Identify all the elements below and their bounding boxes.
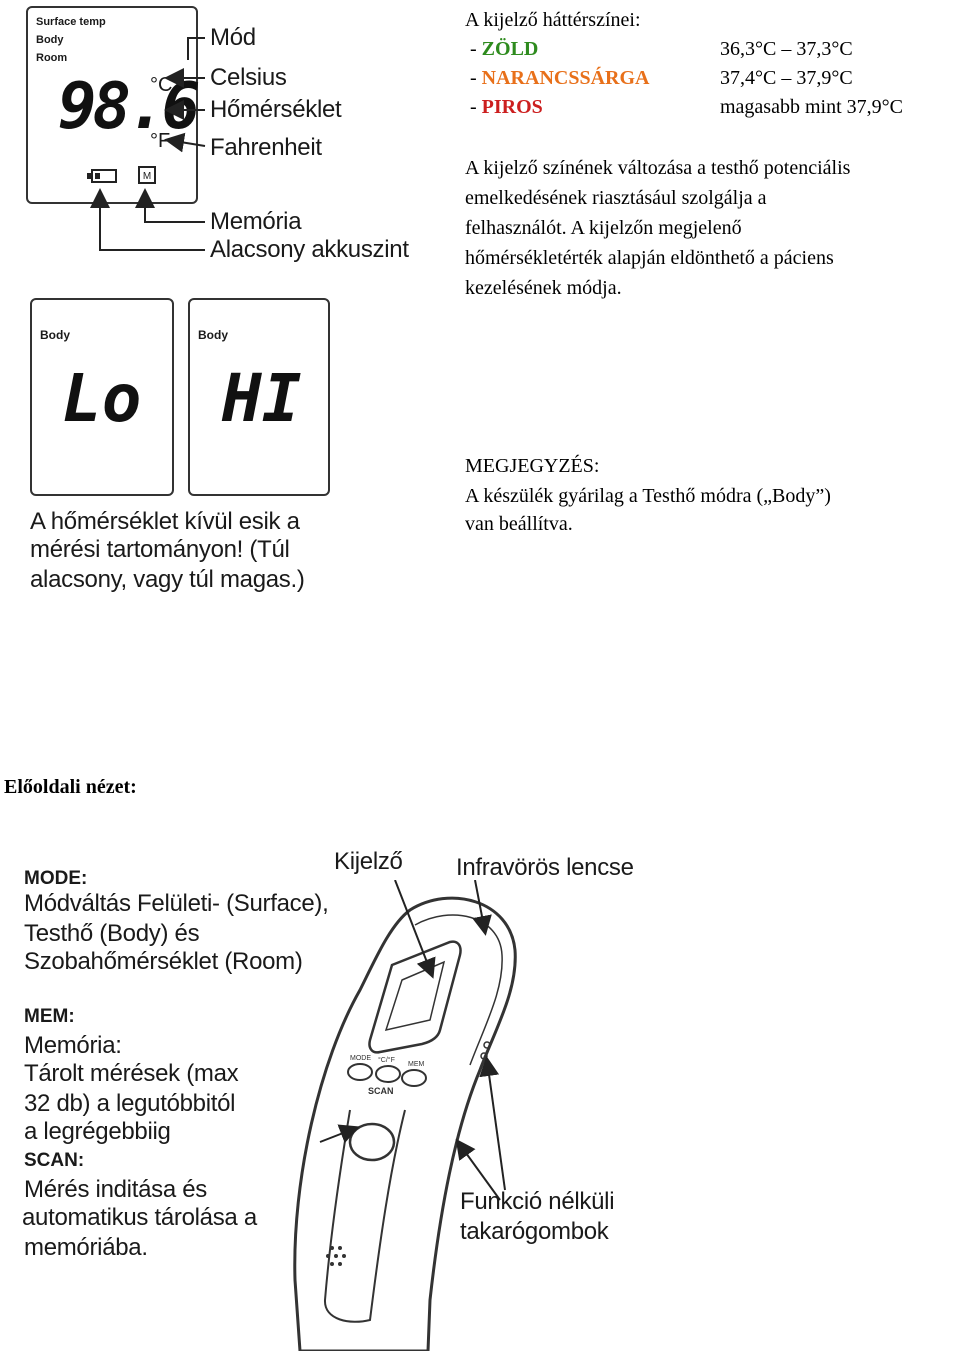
legend-scan-line: memóriába. — [24, 1234, 148, 1261]
cf-button-shape — [375, 1065, 401, 1083]
note-line: A készülék gyárilag a Testhő módra („Bod… — [465, 485, 831, 507]
lcd-lo: Body Lo — [30, 298, 174, 496]
scan-button-shape — [348, 1122, 396, 1162]
memory-icon: M — [138, 166, 156, 184]
legend-mem-line: Memória: — [24, 1032, 122, 1059]
colors-heading: A kijelző háttérszínei: — [465, 9, 641, 31]
mode-button-shape — [347, 1063, 373, 1081]
label-temperature: Hőmérséklet — [210, 96, 342, 123]
legend-scan-line: automatikus tárolása a — [22, 1204, 257, 1231]
note-line: van beállítva. — [465, 513, 573, 535]
legend-mem-line: Tárolt mérések (max — [24, 1060, 239, 1087]
color-range-orange: 37,4°C – 37,9°C — [720, 67, 853, 89]
mode-button-label: MODE — [350, 1055, 371, 1062]
colors-paragraph-line: A kijelző színének változása a testhő po… — [465, 157, 851, 179]
svg-text:M: M — [143, 171, 151, 182]
lcd-hi: Body HI — [188, 298, 330, 496]
callout-ir-lens: Infravörös lencse — [456, 854, 634, 881]
legend-mode-title: MODE: — [24, 868, 88, 889]
lcd-lo-mode: Body — [40, 328, 70, 342]
speaker-dots — [326, 1246, 346, 1266]
label-celsius: Celsius — [210, 64, 287, 91]
lcd-hi-mode: Body — [198, 328, 228, 342]
legend-mode-line: Testhő (Body) és — [24, 920, 200, 947]
mem-button-shape — [401, 1069, 427, 1087]
legend-scan-line: Mérés inditása és — [24, 1176, 207, 1203]
range-caption-line: alacsony, vagy túl magas.) — [30, 566, 305, 593]
legend-mode-line: Módváltás Felületi- (Surface), — [24, 890, 329, 917]
label-memory: Memória — [210, 208, 302, 235]
color-row-orange: - NARANCSSÁRGA — [470, 67, 650, 89]
legend-mem-line: a legrégebbiig — [24, 1118, 171, 1145]
label-mode: Mód — [210, 24, 256, 51]
colors-paragraph-line: felhasználót. A kijelzőn megjelenő — [465, 217, 742, 239]
legend-mode-line: Szobahőmérséklet (Room) — [24, 948, 303, 975]
thermometer-drawing: MODE °C/°F MEM SCAN — [293, 880, 517, 1351]
lcd-mode-room: Room — [36, 52, 68, 64]
colors-paragraph-line: emelkedésének riasztásául szolgálja a — [465, 187, 767, 209]
battery-icon — [87, 169, 117, 183]
color-row-green: - ZÖLD — [470, 38, 539, 60]
legend-scan-title: SCAN: — [24, 1150, 85, 1171]
legend-mem-title: MEM: — [24, 1006, 75, 1027]
display-callout-arrows — [90, 37, 206, 251]
legend-mem-line: 32 db) a legutóbbitól — [24, 1090, 236, 1117]
color-range-red: magasabb mint 37,9°C — [720, 96, 903, 118]
scan-button-label: SCAN — [368, 1086, 394, 1096]
callout-display: Kijelző — [334, 848, 403, 875]
label-fahrenheit: Fahrenheit — [210, 134, 322, 161]
colors-paragraph-line: kezelésének módja. — [465, 277, 622, 299]
lcd-mode-body: Body — [36, 34, 64, 46]
device-body — [293, 896, 517, 1351]
cf-button-label: °C/°F — [378, 1056, 395, 1064]
lcd-lo-value: Lo — [62, 360, 142, 437]
lcd-hi-value: HI — [222, 360, 302, 437]
colors-paragraph-line: hőmérsékletérték alapján eldönthető a pá… — [465, 247, 834, 269]
range-caption-line: A hőmérséklet kívül esik a — [30, 508, 300, 535]
lcd-mode-surface: Surface temp — [36, 16, 106, 28]
color-row-red: - PIROS — [470, 96, 543, 118]
callout-dummy-buttons: Funkció nélküli — [460, 1188, 615, 1215]
label-low-battery: Alacsony akkuszint — [210, 236, 409, 263]
front-view-heading: Előoldali nézet: — [4, 776, 137, 798]
note-title: MEGJEGYZÉS: — [465, 455, 600, 477]
callout-dummy-buttons-2: takarógombok — [460, 1218, 609, 1245]
range-caption-line: mérési tartományon! (Túl — [30, 536, 290, 563]
color-range-green: 36,3°C – 37,3°C — [720, 38, 853, 60]
mem-button-label: MEM — [408, 1061, 425, 1068]
device-display-window — [368, 940, 462, 1054]
